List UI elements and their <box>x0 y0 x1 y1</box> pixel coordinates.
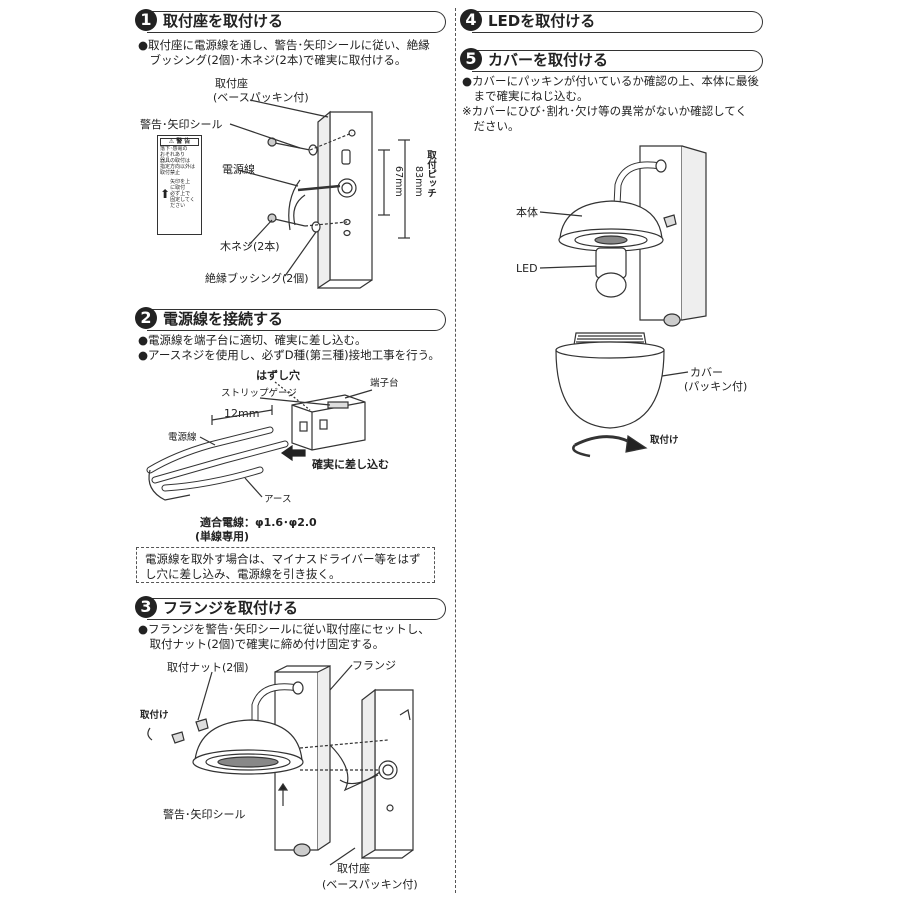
label-base-plate: 取付座 <box>215 77 248 90</box>
label-base-plate-note: (ベースパッキン付) <box>322 878 418 891</box>
label-terminal: 端子台 <box>370 378 399 389</box>
label-warning-seal: 警告･矢印シール <box>163 808 246 821</box>
step-2-note: 電源線を取外す場合は、マイナスドライバー等をはず し穴に差し込み、電源線を引き抜… <box>136 547 435 583</box>
label-wire-note: (単線専用) <box>195 530 250 543</box>
label-pitch: 取付ピッチ <box>425 150 436 198</box>
step-title: LEDを取付ける <box>488 12 596 30</box>
step-title: 取付座を取付ける <box>163 12 284 30</box>
step-3-header: 3 フランジを取付ける <box>135 596 446 620</box>
label-power-line: 電源線 <box>168 432 197 443</box>
label-wire-spec: 適合電線：φ1.6･φ2.0 <box>200 516 317 529</box>
label-cover-note: (パッキン付) <box>684 380 748 393</box>
label-flange: フランジ <box>352 659 396 672</box>
column-divider <box>455 8 456 893</box>
step-2-instructions: ●電源線を端子台に適切、確実に差し込む。 ●アースネジを使用し、必ずD種(第三種… <box>138 333 440 362</box>
label-strip-gauge: ストリップゲージ <box>221 388 297 399</box>
step-number-badge: 3 <box>135 596 157 618</box>
label-pitch-value: 83mm <box>413 166 424 197</box>
label-dim-67: 67mm <box>393 166 404 197</box>
step-title: カバーを取付ける <box>488 51 609 69</box>
step-2-header: 2 電源線を接続する <box>135 307 446 331</box>
step-number-badge: 4 <box>460 9 482 31</box>
label-led: LED <box>516 262 538 275</box>
step-title: 電源線を接続する <box>163 310 284 328</box>
step-3-instructions: ●フランジを警告･矢印シールに従い取付座にセットし、 取付ナット(2個)で確実に… <box>138 622 430 651</box>
label-attach: 取付け <box>650 435 679 446</box>
arrow-up-icon: ⬆ <box>160 187 171 201</box>
label-wood-screw: 木ネジ(2本) <box>220 240 280 253</box>
step-number-badge: 5 <box>460 48 482 70</box>
label-warning-seal: 警告･矢印シール <box>140 118 223 131</box>
warning-seal-graphic: ⚠ 警 告 落下･感電の おそれあり 器具の取付は 指定方向以外は 取付禁止 ⬆… <box>157 135 202 235</box>
label-bushing: 絶縁ブッシング(2個) <box>205 272 309 285</box>
step-1-header: 1 取付座を取付ける <box>135 9 446 33</box>
label-power-line: 電源線 <box>222 163 255 176</box>
step-5-header: 5 カバーを取付ける <box>460 48 763 72</box>
step-title: フランジを取付ける <box>163 599 299 617</box>
step-4-header: 4 LEDを取付ける <box>460 9 763 33</box>
step-1-instructions: ●取付座に電源線を通し、警告･矢印シールに従い、絶縁 ブッシング(2個)･木ネジ… <box>138 38 430 67</box>
step-number-badge: 1 <box>135 9 157 31</box>
label-length-12mm: 12mm <box>224 407 260 420</box>
label-release-hole: はずし穴 <box>256 369 300 382</box>
label-earth: アース <box>264 494 292 505</box>
label-attach: 取付け <box>140 710 169 721</box>
label-base-plate-note: (ベースパッキン付) <box>213 91 309 104</box>
label-insert: 確実に差し込む <box>312 458 389 471</box>
step-5-instructions: ●カバーにパッキンが付いているか確認の上、本体に最後 まで確実にねじ込む。 ※カ… <box>462 74 759 133</box>
label-base-plate: 取付座 <box>337 862 370 875</box>
label-nut: 取付ナット(2個) <box>167 661 249 674</box>
label-body: 本体 <box>516 206 538 219</box>
step-number-badge: 2 <box>135 307 157 329</box>
label-cover: カバー <box>690 366 723 379</box>
